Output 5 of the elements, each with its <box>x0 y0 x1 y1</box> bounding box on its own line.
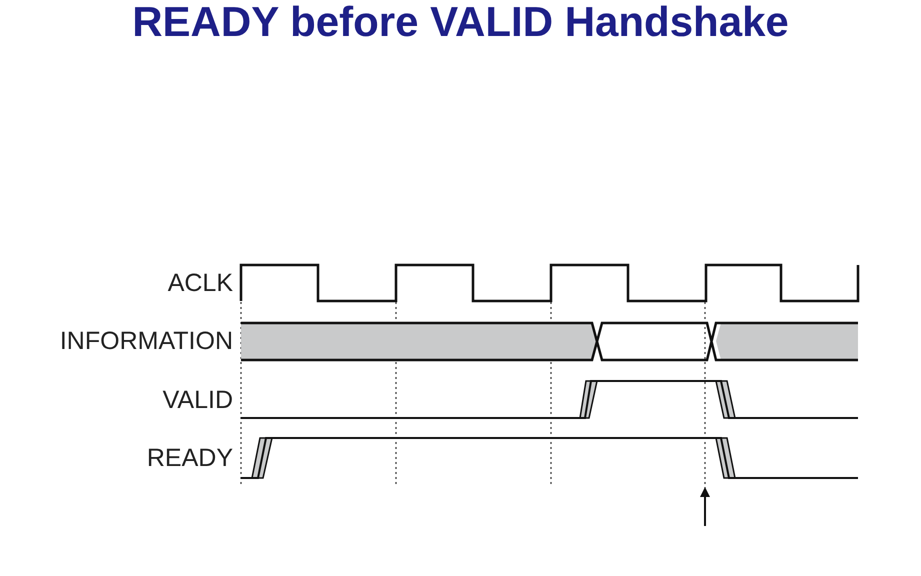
signal-label: READY <box>146 443 233 473</box>
signal-label: INFORMATION <box>60 326 233 356</box>
signal-label: ACLK <box>168 268 233 298</box>
signal-label: VALID <box>162 385 233 415</box>
title: READY before VALID Handshake <box>131 0 790 46</box>
